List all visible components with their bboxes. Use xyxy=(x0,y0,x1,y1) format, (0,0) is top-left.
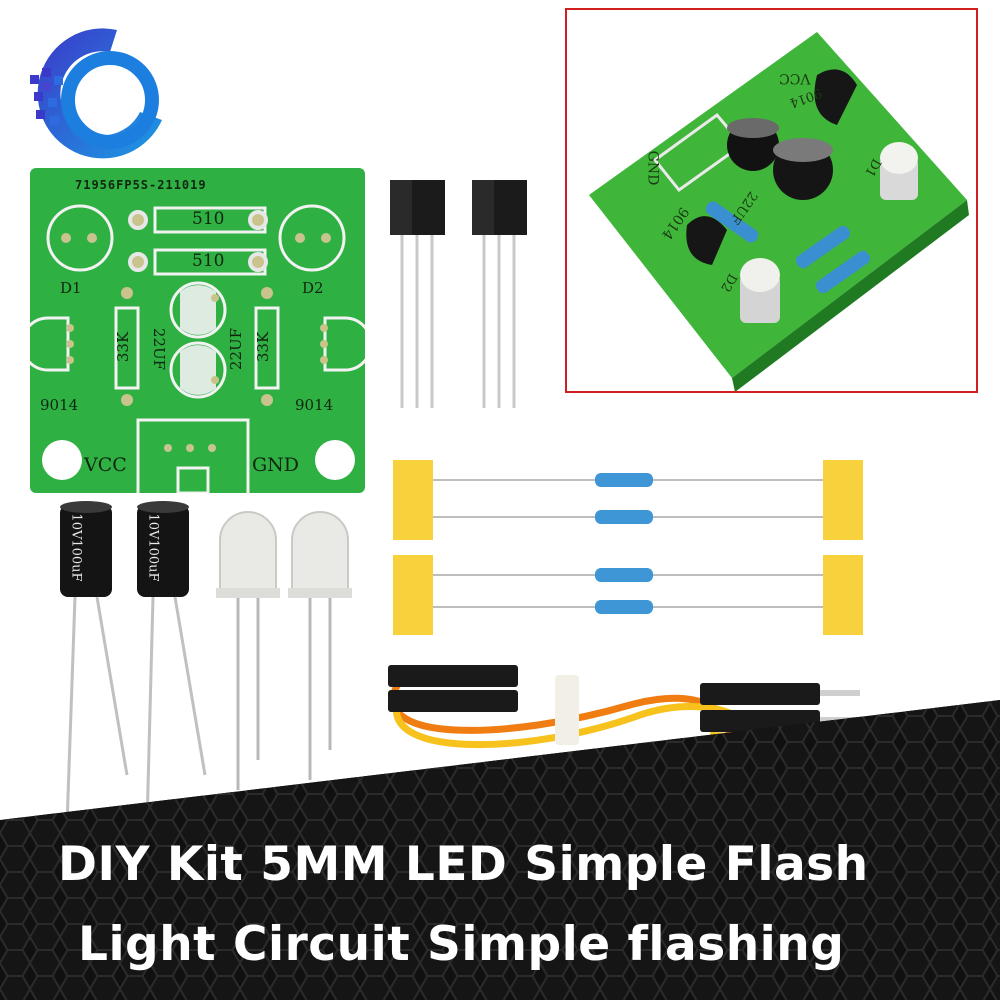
title-line-2: Light Circuit Simple flashing xyxy=(78,917,845,972)
pcb-cap-left-label: 22UF xyxy=(150,327,169,371)
transistors xyxy=(390,180,527,408)
pcb-9014-right-label: 9014 xyxy=(295,396,334,414)
pcb-d1-label: D1 xyxy=(60,279,82,297)
transistor-right xyxy=(472,180,527,408)
pcb-33k-left-label: 33K xyxy=(114,331,133,363)
pcb-d2-label: D2 xyxy=(302,279,324,297)
transistor-left xyxy=(390,180,445,408)
honeycomb-banner xyxy=(0,700,1000,1000)
resistor-3 xyxy=(595,568,653,582)
capacitor-right-label: 10V100uF xyxy=(145,513,161,582)
leds xyxy=(216,511,352,790)
pcb-board: 71956FP5S-211019 510 510 D1 D2 33K 33K 2… xyxy=(30,168,365,493)
photo-gnd-label: GND xyxy=(644,150,661,186)
capacitor-left-label: 10V100uF xyxy=(68,513,84,582)
led-left xyxy=(216,511,280,790)
led-bottom-left xyxy=(740,258,780,323)
pcb-code: 71956FP5S-211019 xyxy=(75,178,207,192)
capacitors xyxy=(60,501,207,826)
led-right xyxy=(288,511,352,780)
brand-logo xyxy=(30,28,162,159)
pcb-r1-label: 510 xyxy=(192,209,225,229)
capacitor-right xyxy=(137,501,207,826)
pcb-33k-right-label: 33K xyxy=(254,331,273,363)
title-line-1: DIY Kit 5MM LED Simple Flash xyxy=(58,837,869,892)
assembled-board-photo: GND VCC 9014 9014 22UF D1 D2 xyxy=(565,8,978,393)
pcb-gnd-label: GND xyxy=(252,454,300,476)
capacitor-left xyxy=(60,501,129,826)
pcb-vcc-label: VCC xyxy=(84,454,127,476)
resistor-4 xyxy=(595,600,653,614)
pcb-cap-right-label: 22UF xyxy=(227,327,246,371)
resistor-1 xyxy=(595,473,653,487)
pcb-9014-left-label: 9014 xyxy=(40,396,79,414)
photo-vcc-label: VCC xyxy=(779,70,811,86)
resistor-2 xyxy=(595,510,653,524)
led-top-right xyxy=(880,142,918,200)
pcb-r2-label: 510 xyxy=(192,251,225,271)
resistors-tape xyxy=(393,460,863,635)
